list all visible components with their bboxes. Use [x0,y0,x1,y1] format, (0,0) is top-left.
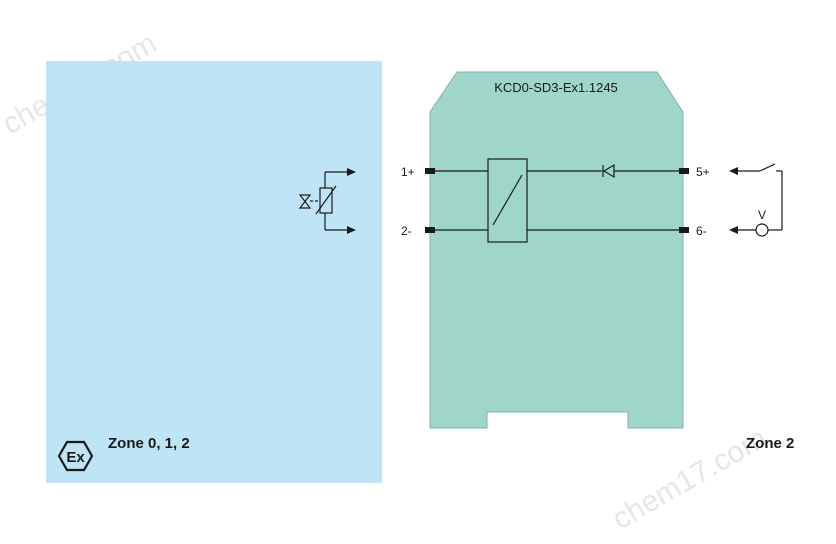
terminal-block-6 [679,227,689,233]
ex-mark-label: Ex [66,449,85,466]
terminal-block-1 [425,168,435,174]
device-housing [429,71,684,429]
terminal-label-6: 6- [696,224,707,238]
solenoid-valve-icon [298,168,356,234]
hazardous-area-panel [46,61,382,483]
safe-zone-label: Zone 2 [746,435,794,452]
isolator-diagonal [492,174,523,226]
ex-hazard-icon: Ex [57,440,94,472]
diode-icon [602,163,615,179]
terminal-block-2 [425,227,435,233]
terminal-block-5 [679,168,689,174]
load-lamp-icon [729,223,782,237]
hazardous-zone-label: Zone 0, 1, 2 [108,435,190,452]
device-model-label: KCD0-SD3-Ex1.1245 [494,80,618,95]
load-label: V [758,208,766,222]
load-switch-icon [729,163,783,230]
terminal-label-1: 1+ [401,165,415,179]
terminal-label-2: 2- [401,224,412,238]
terminal-label-5: 5+ [696,165,710,179]
